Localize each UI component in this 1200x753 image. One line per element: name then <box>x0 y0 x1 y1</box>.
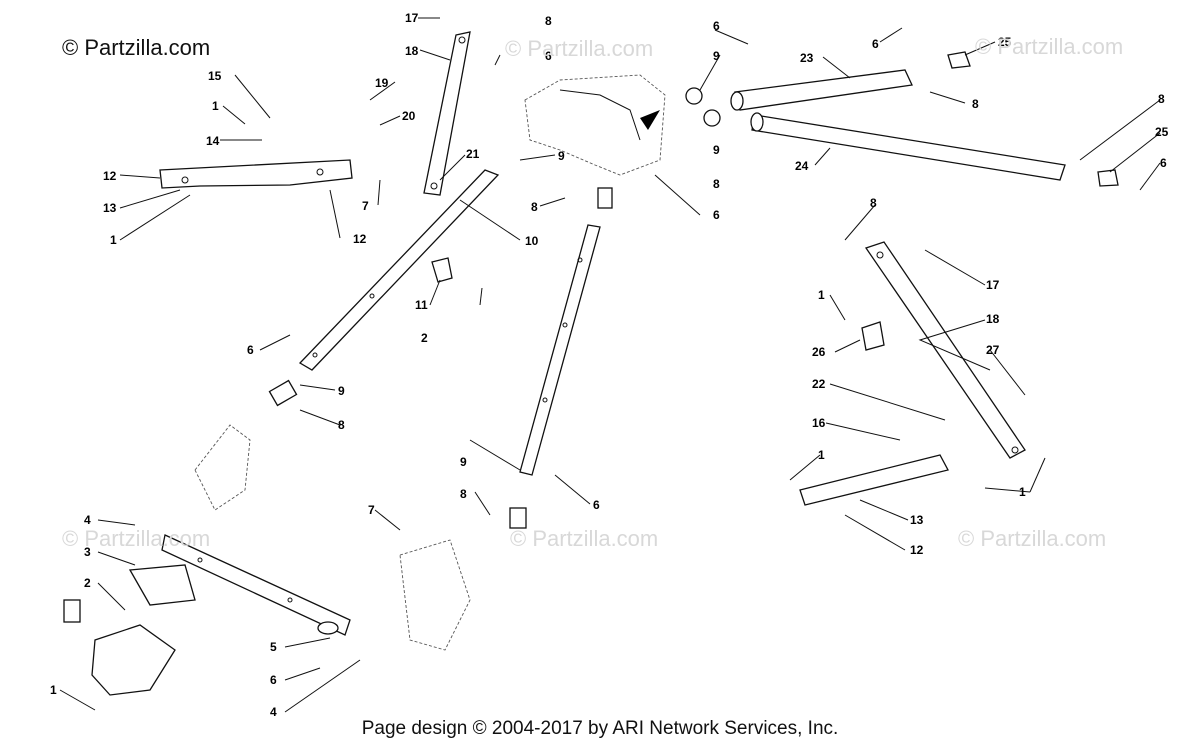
callout-1: 1 <box>212 99 219 113</box>
watermark: © Partzilla.com <box>510 526 659 551</box>
callout-10: 10 <box>525 234 539 248</box>
callout-2b: 2 <box>84 576 91 590</box>
tube-24 <box>703 109 1066 181</box>
left-gearbox <box>194 424 251 511</box>
right-gearbox <box>399 539 471 651</box>
callout-8d: 8 <box>972 97 979 111</box>
bracket-3 <box>128 564 196 606</box>
callout-5: 5 <box>270 640 277 654</box>
callout-23: 23 <box>800 51 814 65</box>
callout-20: 20 <box>402 109 416 123</box>
callout-8h: 8 <box>870 196 877 210</box>
callout-21: 21 <box>466 147 480 161</box>
callout-6g: 6 <box>593 498 600 512</box>
callout-25: 25 <box>998 35 1012 49</box>
callout-25b: 25 <box>1155 125 1169 139</box>
watermark: © Partzilla.com <box>505 36 654 61</box>
callout-9: 9 <box>558 149 565 163</box>
callout-6: 6 <box>545 49 552 63</box>
callout-6h: 6 <box>270 673 277 687</box>
callout-14: 14 <box>206 134 220 148</box>
callout-27: 27 <box>986 343 1000 357</box>
callout-3: 3 <box>84 545 91 559</box>
callout-19: 19 <box>375 76 389 90</box>
callout-9c: 9 <box>713 143 720 157</box>
callout-1b: 1 <box>110 233 117 247</box>
callout-8c: 8 <box>713 177 720 191</box>
callout-13: 13 <box>103 201 117 215</box>
callout-1f: 1 <box>1019 485 1026 499</box>
callout-6c: 6 <box>713 19 720 33</box>
callout-1c: 1 <box>50 683 57 697</box>
callout-8e: 8 <box>1158 92 1165 106</box>
callout-6f: 6 <box>247 343 254 357</box>
callout-8f: 8 <box>338 418 345 432</box>
callout-9b: 9 <box>713 49 720 63</box>
callout-22: 22 <box>812 377 826 391</box>
upper-vertical-bar <box>423 31 471 196</box>
callout-26: 26 <box>812 345 826 359</box>
upper-left-bracket <box>159 159 353 189</box>
page-footer: Page design © 2004-2017 by ARI Network S… <box>361 718 839 739</box>
clamp-26 <box>861 321 885 351</box>
callout-2: 2 <box>421 331 428 345</box>
callout-18: 18 <box>405 44 419 58</box>
leader-lines <box>59 17 1161 713</box>
part-11 <box>431 257 453 283</box>
callout-17b: 17 <box>986 278 1000 292</box>
shaft-lower <box>519 224 601 476</box>
callout-8b: 8 <box>531 200 538 214</box>
callout-11: 11 <box>415 298 428 312</box>
callout-6b: 6 <box>713 208 720 222</box>
watermark: © Partzilla.com <box>62 526 211 551</box>
callout-17: 17 <box>405 11 419 25</box>
callout-12: 12 <box>103 169 117 183</box>
callout-8: 8 <box>545 14 552 28</box>
steering-housing <box>524 74 666 176</box>
callout-13b: 13 <box>910 513 924 527</box>
callout-1e: 1 <box>818 448 825 462</box>
shaft-10 <box>298 169 500 371</box>
callout-1d: 1 <box>818 288 825 302</box>
cap-25-upper <box>947 51 971 69</box>
callout-7b: 7 <box>368 503 375 517</box>
right-bracket-13 <box>799 454 949 506</box>
copyright-label: © Partzilla.com <box>62 35 211 60</box>
cap-25-lower <box>1097 169 1119 187</box>
callout-9d: 9 <box>338 384 345 398</box>
callout-7: 7 <box>362 199 369 213</box>
callout-9e: 9 <box>460 455 467 469</box>
callout-24: 24 <box>795 159 809 173</box>
callout-6d: 6 <box>872 37 879 51</box>
u-joint-lower <box>509 507 527 529</box>
callout-12c: 12 <box>910 543 924 557</box>
power-steering-motor <box>63 599 176 696</box>
callout-8g: 8 <box>460 487 467 501</box>
callout-4: 4 <box>84 513 91 527</box>
callout-15: 15 <box>208 69 222 83</box>
u-joint-left <box>268 379 298 407</box>
watermark: © Partzilla.com <box>975 34 1124 59</box>
u-joint-upper <box>597 187 613 209</box>
lower-bar-5 <box>161 534 351 636</box>
callout-4b: 4 <box>270 705 277 719</box>
watermark: © Partzilla.com <box>958 526 1107 551</box>
callout-16: 16 <box>812 416 826 430</box>
right-bar-18 <box>864 241 1026 459</box>
callout-6e: 6 <box>1160 156 1167 170</box>
callout-18b: 18 <box>986 312 1000 326</box>
callout-12b: 12 <box>353 232 367 246</box>
